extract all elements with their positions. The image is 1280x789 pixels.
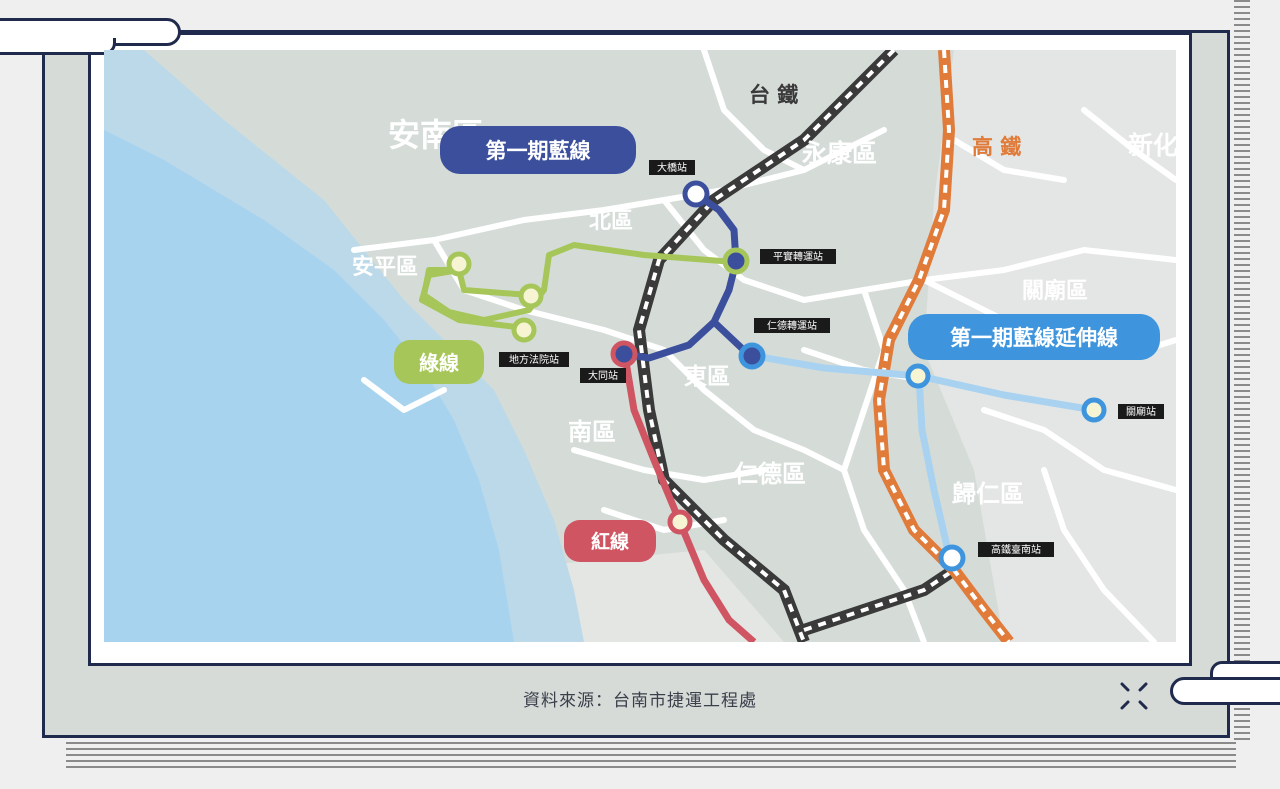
district-north: 北區 xyxy=(589,209,633,234)
metro-map: 台 鐵 高 鐵 安南區 永康區 新化 北區 安平區 關廟區 東區 南區 仁德區 … xyxy=(104,50,1176,642)
station-hsr-tainan-marker[interactable] xyxy=(938,544,966,572)
district-yongkang: 永康區 xyxy=(802,139,877,168)
pill-blue-phase1: 第一期藍線 xyxy=(440,126,636,174)
station-green-2[interactable] xyxy=(518,283,544,309)
map-sea xyxy=(104,130,514,642)
district-xinhua: 新化 xyxy=(1128,131,1176,160)
pill-red: 紅線 xyxy=(564,520,656,562)
hsr-railway xyxy=(872,50,1014,642)
district-south: 南區 xyxy=(568,418,616,446)
pill-red-label: 紅線 xyxy=(591,530,629,553)
pill-blue-phase1-label: 第一期藍線 xyxy=(486,139,591,163)
station-datong-label: 大同站 xyxy=(588,369,618,382)
pill-green: 綠線 xyxy=(394,340,484,384)
station-court-label: 地方法院站 xyxy=(509,353,559,366)
station-hsr-tainan-label: 高鐵臺南站 xyxy=(991,543,1041,556)
decor-stripes-bottom xyxy=(66,742,1236,768)
pill-green-label: 綠線 xyxy=(419,351,459,375)
station-datong-marker[interactable] xyxy=(610,340,638,368)
station-green-1[interactable] xyxy=(446,251,472,277)
sparkle-icon xyxy=(1120,682,1148,710)
decor-tab-left-lower xyxy=(0,38,116,55)
district-guiren: 歸仁區 xyxy=(952,480,1024,508)
decor-tab-right xyxy=(1170,677,1280,705)
hsr-label: 高 鐵 xyxy=(972,135,1021,159)
station-court-marker[interactable] xyxy=(511,317,537,343)
station-rende-marker[interactable] xyxy=(738,342,766,370)
pill-blue-ext-label: 第一期藍線延伸線 xyxy=(950,326,1118,350)
station-daqiao-label: 大橋站 xyxy=(657,161,687,174)
decor-tab-right-upper xyxy=(1210,661,1280,682)
pill-blue-ext: 第一期藍線延伸線 xyxy=(908,314,1160,360)
station-guanmiao-marker[interactable] xyxy=(1081,397,1107,423)
tra-label: 台 鐵 xyxy=(749,83,798,107)
station-ext-1[interactable] xyxy=(905,363,931,389)
station-pingshi-marker[interactable] xyxy=(722,247,750,275)
district-rende: 仁德區 xyxy=(734,460,806,488)
station-red-1[interactable] xyxy=(667,509,693,535)
decor-stripes-right xyxy=(1234,0,1250,740)
station-guanmiao-label: 關廟站 xyxy=(1126,405,1156,418)
district-guanmiao: 關廟區 xyxy=(1022,278,1088,304)
green-line-branch xyxy=(419,267,525,331)
station-daqiao-marker[interactable] xyxy=(682,180,710,208)
district-east: 東區 xyxy=(684,364,730,390)
source-caption: 資料來源：台南市捷運工程處 xyxy=(523,691,757,711)
district-anping: 安平區 xyxy=(352,254,418,280)
station-pingshi-label: 平實轉運站 xyxy=(773,250,823,263)
tra-railway xyxy=(632,50,958,642)
station-rende-label: 仁德轉運站 xyxy=(767,319,817,332)
green-line xyxy=(421,242,735,323)
